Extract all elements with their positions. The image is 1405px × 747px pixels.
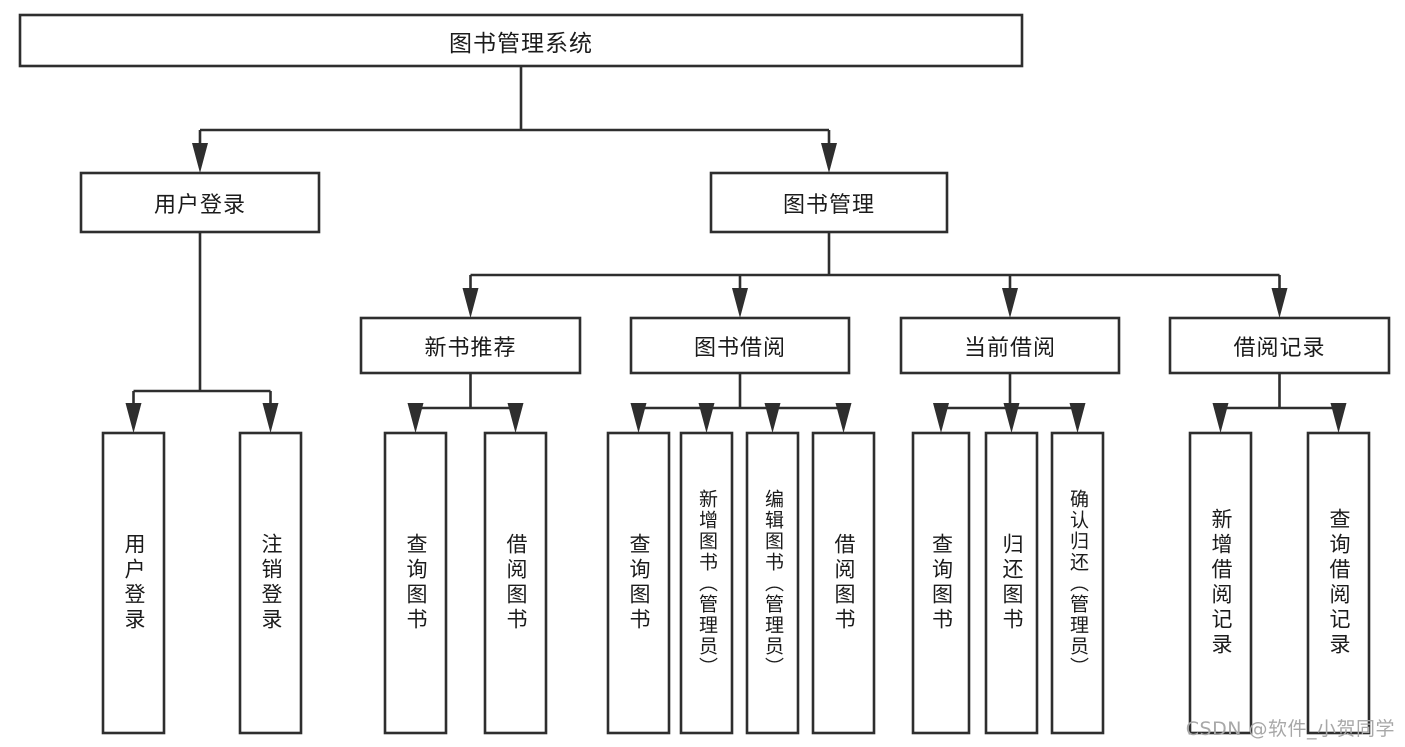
- node-box-user-login[interactable]: [79, 171, 321, 234]
- arrow-head-icon: [821, 143, 837, 173]
- arrow-head-icon: [1002, 288, 1018, 318]
- node-box-book-manage[interactable]: [709, 171, 949, 234]
- node-box-leaf-confirm-return[interactable]: [1050, 431, 1105, 735]
- node-box-current-borrow[interactable]: [899, 316, 1121, 375]
- arrow-head-icon: [1003, 403, 1020, 433]
- connector-edges: [125, 66, 1347, 433]
- arrow-head-icon: [698, 403, 715, 433]
- node-box-leaf-logout[interactable]: [238, 431, 303, 735]
- arrow-head-icon: [1330, 403, 1347, 433]
- arrow-head-icon: [835, 403, 852, 433]
- arrow-head-icon: [1069, 403, 1086, 433]
- arrow-head-icon: [1212, 403, 1229, 433]
- arrow-head-icon: [125, 403, 142, 433]
- arrow-head-icon: [192, 143, 208, 173]
- node-box-leaf-borrow-book[interactable]: [811, 431, 876, 735]
- arrow-head-icon: [407, 403, 424, 433]
- arrow-head-icon: [507, 403, 524, 433]
- node-box-leaf-borrow-book-rec[interactable]: [483, 431, 548, 735]
- node-box-book-borrow[interactable]: [629, 316, 851, 375]
- node-box-leaf-return-book[interactable]: [984, 431, 1039, 735]
- node-box-leaf-user-login[interactable]: [101, 431, 166, 735]
- node-box-new-book-rec[interactable]: [359, 316, 582, 375]
- node-box-leaf-query-book-cur[interactable]: [911, 431, 971, 735]
- node-box-leaf-edit-book[interactable]: [745, 431, 800, 735]
- node-box-borrow-record[interactable]: [1168, 316, 1391, 375]
- node-box-root[interactable]: [18, 13, 1024, 68]
- node-box-leaf-add-book[interactable]: [679, 431, 734, 735]
- node-box-leaf-query-book-rec[interactable]: [383, 431, 448, 735]
- arrow-head-icon: [764, 403, 781, 433]
- arrow-head-icon: [732, 288, 748, 318]
- arrow-head-icon: [1271, 288, 1288, 318]
- node-box-leaf-add-record[interactable]: [1188, 431, 1253, 735]
- node-box-leaf-query-book-borrow[interactable]: [606, 431, 671, 735]
- node-boxes: [18, 13, 1391, 735]
- arrow-head-icon: [462, 288, 479, 318]
- node-box-leaf-query-record[interactable]: [1306, 431, 1371, 735]
- arrow-head-icon: [630, 403, 647, 433]
- arrow-head-icon: [933, 403, 949, 433]
- arrow-head-icon: [262, 403, 279, 433]
